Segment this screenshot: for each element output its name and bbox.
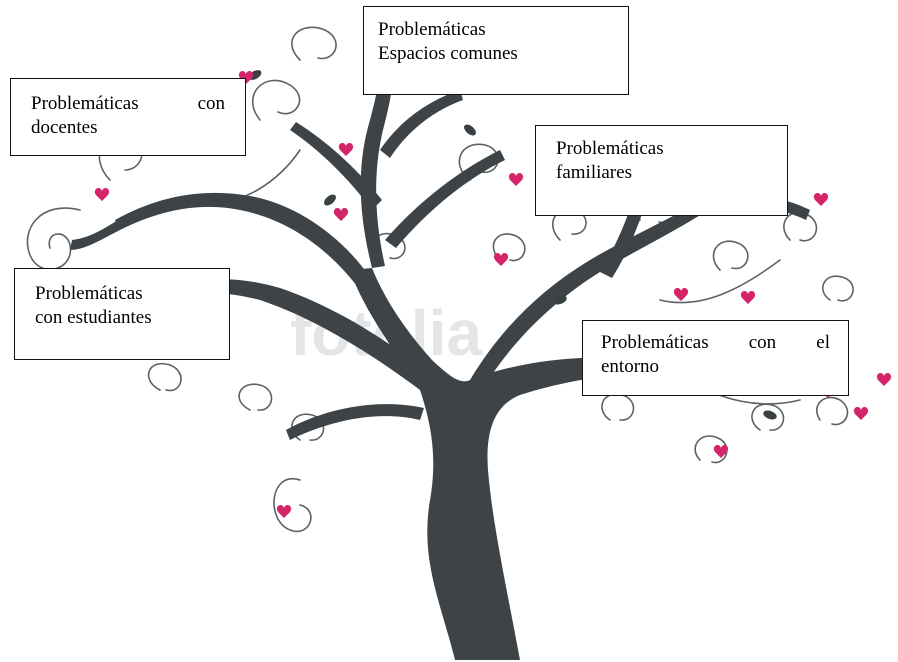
label-entorno-word2: con	[748, 332, 777, 353]
label-familiares-line2: familiares	[556, 162, 632, 183]
label-entorno-word1: Problemáticas	[601, 332, 709, 353]
label-docentes-line1: Problemáticas con	[31, 92, 225, 116]
label-entorno-word3: el	[816, 332, 830, 353]
label-entorno-line1: Problemáticas con el	[601, 331, 830, 355]
label-estudiantes-line1: Problemáticas	[35, 283, 143, 304]
label-docentes-line2: docentes	[31, 117, 98, 138]
label-espacios-line1: Problemáticas	[378, 19, 486, 40]
label-problematicas-docentes: Problemáticas con docentes	[10, 78, 246, 156]
label-familiares-line1: Problemáticas	[556, 138, 664, 159]
label-entorno-line2: entorno	[601, 356, 660, 377]
label-espacios-line2: Espacios comunes	[378, 43, 518, 64]
label-problematicas-espacios-comunes: Problemáticas Espacios comunes	[363, 6, 629, 95]
label-problematicas-entorno: Problemáticas con el entorno	[582, 320, 849, 396]
label-estudiantes-line2: con estudiantes	[35, 307, 152, 328]
label-problematicas-estudiantes: Problemáticas con estudiantes	[14, 268, 230, 360]
label-docentes-word1: Problemáticas	[31, 93, 139, 114]
label-docentes-word2: con	[197, 93, 225, 114]
label-problematicas-familiares: Problemáticas familiares	[535, 125, 788, 216]
